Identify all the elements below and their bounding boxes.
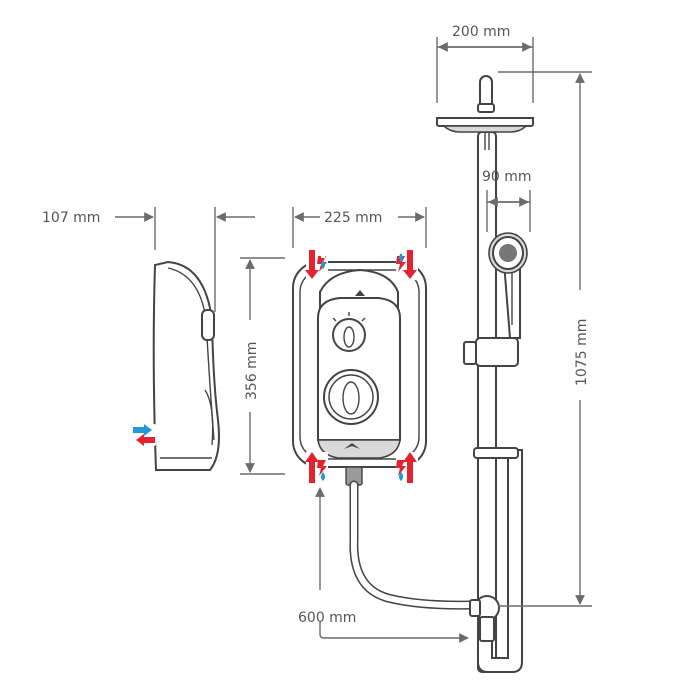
depth-dimension: 107 mm [42, 207, 255, 312]
inlet-icon-top-left [305, 250, 328, 280]
rail-height-label: 1075 mm [574, 319, 590, 386]
inlet-icon-top-right [396, 250, 418, 280]
hose [349, 480, 475, 610]
hose-length-dimension: 600 mm [298, 487, 469, 643]
handset-shower [488, 232, 528, 339]
inlet-icon-bottom-right [396, 452, 418, 484]
handset-width-label: 90 mm [482, 169, 532, 185]
unit-height-label: 356 mm [244, 342, 260, 400]
overhead-shower-head [436, 75, 534, 150]
rail-height-dimension: 1075 mm [498, 71, 592, 607]
inlet-icon-bottom-left [305, 452, 328, 484]
riser-rail [463, 131, 523, 673]
front-view-unit [292, 261, 427, 486]
unit-height-dimension: 356 mm [240, 257, 285, 475]
head-width-dimension: 200 mm [436, 24, 534, 103]
depth-label: 107 mm [42, 210, 100, 226]
side-view [152, 260, 220, 471]
unit-width-label: 225 mm [324, 210, 382, 226]
handset-width-dimension: 90 mm [482, 169, 532, 232]
unit-width-dimension: 225 mm [292, 207, 427, 248]
side-inlet-icon [132, 424, 156, 446]
head-width-label: 200 mm [452, 24, 510, 40]
hose-length-label: 600 mm [298, 610, 356, 626]
